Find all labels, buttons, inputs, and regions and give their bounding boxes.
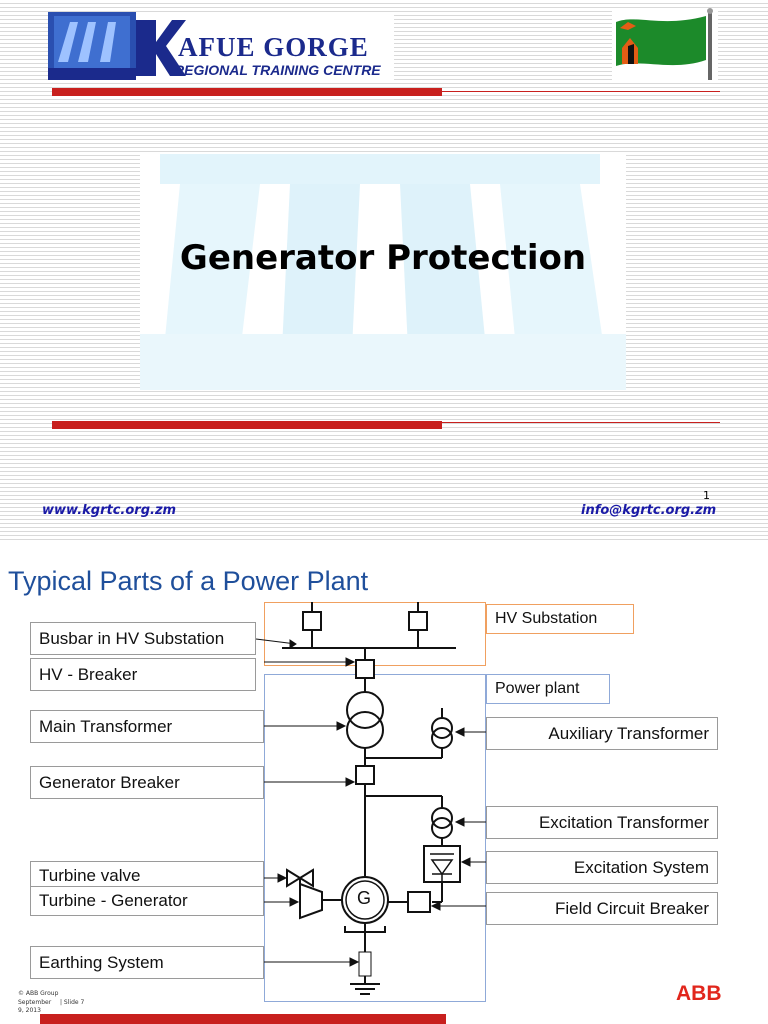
footer-copyright: © ABB Group bbox=[18, 990, 59, 997]
bottom-red-bar bbox=[40, 1014, 446, 1024]
logo-subtitle: REGIONAL TRAINING CENTRE bbox=[174, 62, 381, 78]
middle-red-line bbox=[442, 422, 720, 423]
single-line-diagram bbox=[255, 602, 486, 995]
middle-red-bar bbox=[52, 421, 442, 429]
dam-watermark-icon bbox=[140, 154, 626, 390]
label-turbine-valve: Turbine valve bbox=[30, 861, 264, 889]
slide-title: Typical Parts of a Power Plant bbox=[8, 566, 369, 596]
label-field-circuit-breaker: Field Circuit Breaker bbox=[486, 892, 718, 925]
kgrtc-logo: AFUE GORGE REGIONAL TRAINING CENTRE bbox=[48, 12, 394, 80]
label-excitation-transformer: Excitation Transformer bbox=[486, 806, 718, 839]
top-red-bar bbox=[52, 88, 442, 96]
label-busbar: Busbar in HV Substation bbox=[30, 622, 256, 655]
title-panel: Generator Protection bbox=[140, 154, 626, 390]
label-hv-substation: HV Substation bbox=[486, 604, 634, 634]
website-link[interactable]: www.kgrtc.org.zm bbox=[42, 503, 177, 518]
label-main-transformer: Main Transformer bbox=[30, 710, 264, 743]
label-power-plant: Power plant bbox=[486, 674, 610, 704]
generator-symbol: G bbox=[357, 888, 372, 908]
email-link[interactable]: info@kgrtc.org.zm bbox=[581, 503, 717, 518]
title-slide: AFUE GORGE REGIONAL TRAINING CENTRE Gene… bbox=[0, 0, 768, 540]
zambia-flag bbox=[612, 8, 718, 82]
label-hv-breaker: HV - Breaker bbox=[30, 658, 256, 691]
top-red-line bbox=[442, 91, 720, 92]
footer-year: 9, 2013 bbox=[18, 1007, 41, 1014]
presentation-title: Generator Protection bbox=[179, 238, 587, 278]
logo-title: AFUE GORGE bbox=[178, 32, 369, 62]
kgrtc-logo-icon bbox=[48, 12, 186, 80]
zambia-flag-icon bbox=[616, 8, 713, 80]
power-plant-slide: Typical Parts of a Power Plant bbox=[0, 540, 768, 1024]
footer-slide-number: | Slide 7 bbox=[60, 999, 85, 1006]
label-generator-breaker: Generator Breaker bbox=[30, 766, 264, 799]
abb-logo: ABB bbox=[676, 982, 722, 1005]
label-turbine-generator: Turbine - Generator bbox=[30, 886, 264, 916]
footer-date: September bbox=[18, 999, 52, 1006]
label-earthing-system: Earthing System bbox=[30, 946, 264, 979]
page-number: 1 bbox=[703, 489, 710, 502]
label-auxiliary-transformer: Auxiliary Transformer bbox=[486, 717, 718, 750]
label-excitation-system: Excitation System bbox=[486, 851, 718, 884]
